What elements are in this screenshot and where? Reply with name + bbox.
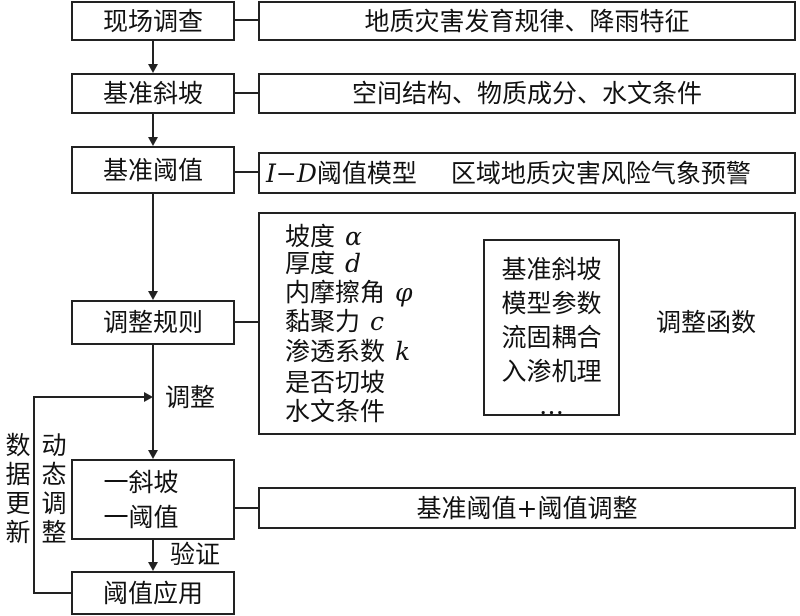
- data-update-label: 数据更新: [2, 432, 31, 548]
- arrowhead-threshold: [148, 137, 158, 146]
- model-line-ellipsis: …: [539, 391, 564, 420]
- threshold-model-target: 区域地质灾害风险气象预警: [450, 158, 751, 188]
- survey-description-box: 地质灾害发育规律、降雨特征: [258, 1, 796, 41]
- slope-threshold-box: 一斜坡 一阈值: [71, 459, 235, 540]
- adjust-function-label: 调整函数: [656, 308, 757, 337]
- adjust-rules-label: 调整规则: [102, 308, 203, 337]
- model-mechanism-box: 基准斜坡 模型参数 流固耦合 入渗机理 …: [483, 239, 620, 420]
- benchmark-slope-description: 空间结构、物质成分、水文条件: [351, 79, 702, 108]
- result-description-box: 基准阈值+阈值调整: [258, 487, 796, 529]
- dynamic-adjust-label: 动态调整: [38, 432, 67, 548]
- benchmark-threshold-label: 基准阈值: [102, 155, 203, 185]
- model-line-benchmark-slope: 基准斜坡: [501, 255, 602, 284]
- threshold-application-label: 阈值应用: [102, 578, 203, 608]
- model-line-parameters: 模型参数: [501, 289, 602, 318]
- survey-description: 地质灾害发育规律、降雨特征: [364, 6, 690, 36]
- adjust-edge-label: 调整: [165, 383, 216, 412]
- threshold-model-d: D: [296, 158, 317, 188]
- arrowhead-application: [148, 562, 158, 571]
- benchmark-threshold-box: 基准阈值: [71, 146, 235, 194]
- survey-label: 现场调查: [102, 6, 203, 36]
- slope-threshold-line2: 一阈值: [103, 502, 179, 532]
- threshold-model-dash: −: [275, 158, 297, 188]
- arrowhead-slope-threshold: [148, 450, 158, 459]
- threshold-application-box: 阈值应用: [71, 571, 235, 615]
- arrowhead-slope: [148, 64, 158, 73]
- model-line-fluid-solid-coupling: 流固耦合: [501, 323, 602, 352]
- model-line-infiltration: 入渗机理: [501, 357, 602, 386]
- slope-threshold-line1: 一斜坡: [103, 467, 179, 497]
- benchmark-slope-description-box: 空间结构、物质成分、水文条件: [258, 73, 796, 114]
- result-description: 基准阈值+阈值调整: [416, 493, 638, 523]
- factor-symbol: d: [345, 249, 362, 278]
- feedback-loop: [33, 396, 144, 594]
- factor-symbol: φ: [395, 278, 413, 307]
- factor-slope-cutting: 是否切坡: [285, 368, 386, 397]
- benchmark-slope-label: 基准斜坡: [102, 79, 203, 108]
- factor-hydrological-conditions: 水文条件: [285, 397, 386, 426]
- factor-symbol: α: [345, 222, 362, 251]
- threshold-model-i: I: [266, 158, 276, 188]
- threshold-model-name: 阈值模型: [316, 158, 417, 188]
- benchmark-slope-box: 基准斜坡: [71, 73, 235, 114]
- arrowhead-rules: [148, 291, 158, 300]
- factor-symbol: c: [370, 307, 385, 336]
- factor-symbol: k: [395, 337, 411, 366]
- survey-box: 现场调查: [71, 1, 235, 41]
- verify-edge-label: 验证: [170, 540, 221, 569]
- threshold-model-box: I − D 阈值模型 区域地质灾害风险气象预警: [258, 152, 796, 194]
- adjust-rules-box: 调整规则: [71, 300, 235, 345]
- arrowhead-feedback: [144, 392, 153, 402]
